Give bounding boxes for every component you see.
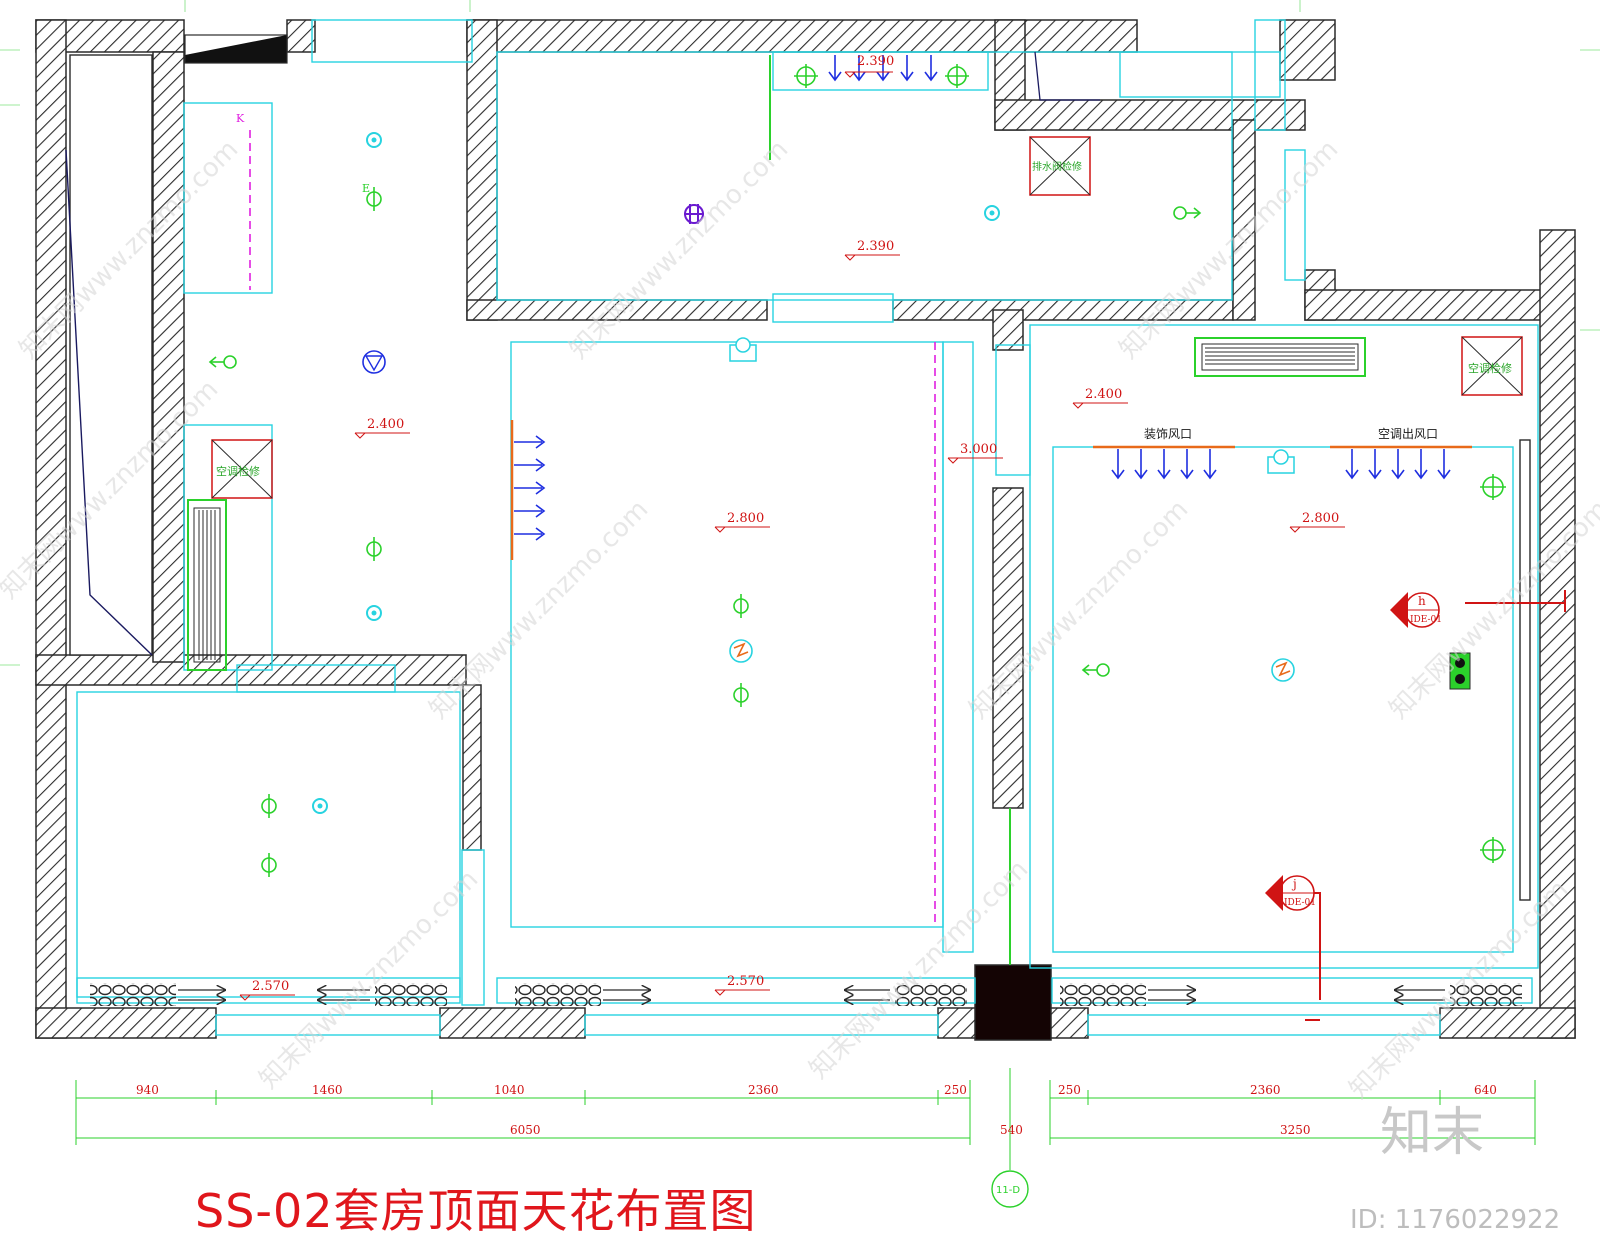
access-panel-ac-2: 空调检修 <box>1461 336 1523 396</box>
watermark: 知末网www.znzmo.com <box>564 134 795 365</box>
outlet-icon <box>208 355 237 369</box>
ac-access-label-2: 空调检修 <box>1468 361 1512 375</box>
wall-outlets <box>208 206 1202 677</box>
level-label: 2.390 <box>857 54 894 69</box>
access-panel-ac-1: 空调检修 <box>211 439 273 499</box>
level-label: 2.400 <box>367 417 404 432</box>
vent-strip-top <box>828 55 938 82</box>
dim-label: 540 <box>1000 1123 1023 1137</box>
ceiling-outlines <box>76 19 1539 1036</box>
level-label: 3.000 <box>960 442 997 457</box>
grid-reference-lines <box>0 0 1600 666</box>
divider-lines <box>769 55 1011 965</box>
walls <box>35 19 1576 1039</box>
crosshair-light <box>794 64 818 88</box>
grid-axis-bubble: 11-D <box>991 1170 1029 1208</box>
curtain-coils <box>90 983 1522 1006</box>
dim-label: 1040 <box>494 1083 525 1097</box>
downlight-fixtures <box>261 187 749 877</box>
level-label: 2.400 <box>1085 387 1122 402</box>
left-wardrobe <box>65 54 153 656</box>
exhaust-fan-icon <box>684 204 704 224</box>
outlet-icon <box>1081 663 1110 677</box>
dim-label: 3250 <box>1280 1123 1311 1137</box>
ceiling-light-icons <box>729 639 1295 682</box>
vent-strip-ac <box>1330 445 1472 480</box>
ac-unit-right <box>1194 337 1366 377</box>
dim-label: 940 <box>136 1083 159 1097</box>
watermark: 知末网www.znzmo.com <box>424 494 655 725</box>
image-id: ID: 1176022922 <box>1350 1205 1561 1235</box>
ac-unit-left <box>187 499 227 671</box>
speaker <box>729 337 757 362</box>
pendant-light <box>729 639 753 663</box>
downlight <box>366 537 382 561</box>
dim-label: 2360 <box>748 1083 779 1097</box>
marker-j-letter: j <box>1291 877 1297 891</box>
downlight <box>261 853 277 877</box>
watermark-layer: 知末网www.znzmo.com 知末网www.znzmo.com 知末网www… <box>0 134 1600 1105</box>
level-label: 2.570 <box>727 974 764 989</box>
sprinkler <box>984 205 1000 221</box>
dim-label: 2360 <box>1250 1083 1281 1097</box>
dim-label: 1460 <box>312 1083 343 1097</box>
drawing-title: SS-02套房顶面天花布置图 <box>195 1184 757 1238</box>
downlight <box>733 594 749 618</box>
deco-vent-label: 装饰风口 <box>1144 427 1192 441</box>
valve-access-label: 排水阀检修 <box>1032 160 1082 173</box>
downlight <box>733 683 749 707</box>
brand-logo: 知末 <box>1380 1103 1485 1163</box>
level-label: 2.570 <box>252 979 289 994</box>
magenta-dashed-lines <box>249 130 936 925</box>
level-label: 2.800 <box>727 511 764 526</box>
marker-h-letter: h <box>1418 594 1426 608</box>
dimension-lines <box>75 1068 1536 1170</box>
level-label: 2.800 <box>1302 511 1339 526</box>
crosshair-light <box>1480 474 1506 500</box>
speaker-icons <box>729 337 1295 474</box>
sprinkler <box>312 798 328 814</box>
marker-j-sheet: IDE-01 <box>1284 898 1316 908</box>
section-k-label: K <box>236 112 245 125</box>
level-markers <box>239 71 1345 1001</box>
dim-label: 250 <box>944 1083 967 1097</box>
control-panel-icon <box>1449 652 1471 690</box>
vent-strip-left <box>510 420 546 560</box>
ac-access-label-1: 空调检修 <box>216 464 260 478</box>
downlight <box>366 187 382 211</box>
downlight <box>261 794 277 818</box>
dim-label: 640 <box>1474 1083 1497 1097</box>
sprinkler-heads <box>312 132 1000 814</box>
axis-label: 11-D <box>996 1185 1020 1196</box>
sprinkler <box>366 132 382 148</box>
crosshair-lights <box>794 64 1506 863</box>
section-e-label: E <box>362 182 370 195</box>
elevation-marker-h: h IDE-01 <box>1390 590 1566 628</box>
crosshair-light <box>945 64 969 88</box>
pendant-light <box>1271 658 1295 682</box>
outlet-icon <box>1173 206 1202 220</box>
crosshair-light <box>1480 837 1506 863</box>
sprinkler <box>366 605 382 621</box>
ac-outlet-label: 空调出风口 <box>1378 427 1438 441</box>
watermark: 知末网www.znzmo.com <box>1114 134 1345 365</box>
marker-h-sheet: IDE-01 <box>1410 615 1442 625</box>
level-label: 2.390 <box>857 239 894 254</box>
smoke-detector-icon <box>362 350 386 374</box>
top-right-wedge <box>1034 51 1100 101</box>
top-left-door <box>184 34 288 64</box>
vent-strip-deco <box>1093 445 1235 480</box>
dim-label: 250 <box>1058 1083 1081 1097</box>
speaker <box>1267 449 1295 474</box>
structural-column <box>974 964 1052 1041</box>
access-panel-valve: 排水阀检修 <box>1029 136 1091 196</box>
dim-label: 6050 <box>510 1123 541 1137</box>
elevation-marker-j: j IDE-01 <box>1265 875 1321 1021</box>
